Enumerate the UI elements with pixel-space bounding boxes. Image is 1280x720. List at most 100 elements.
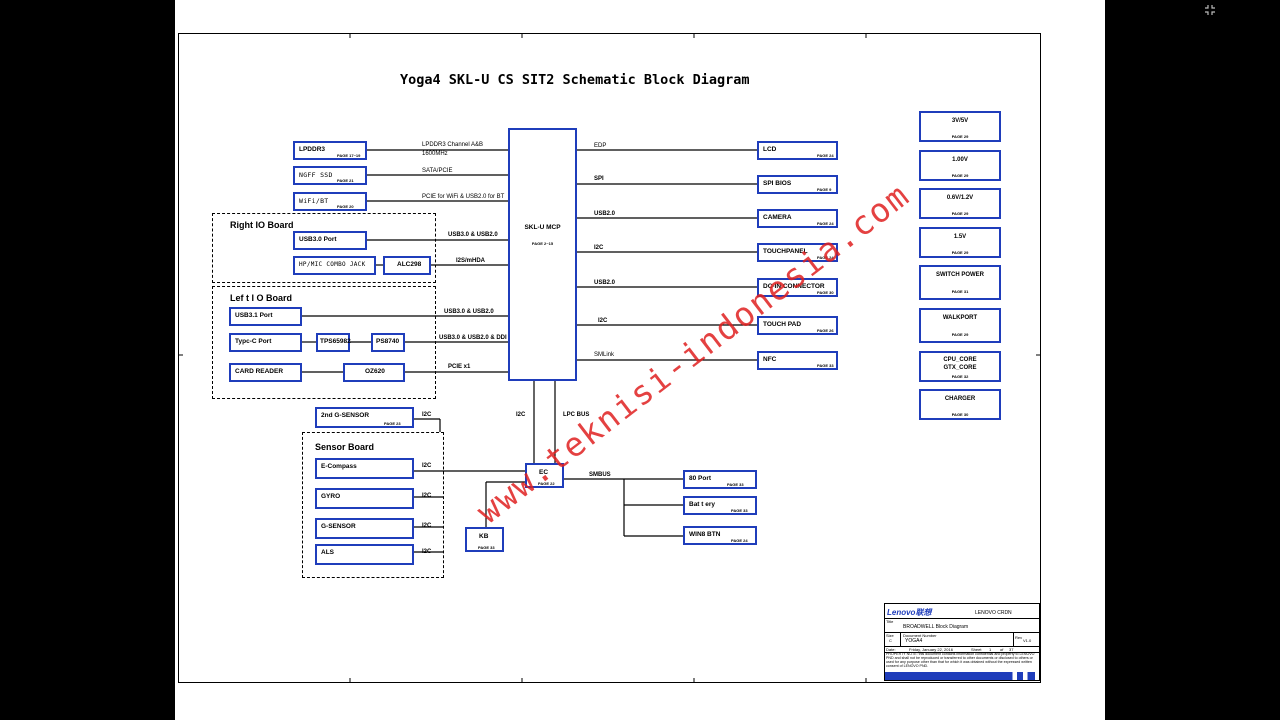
right-block-lcd: LCD PAGE 24: [757, 141, 838, 160]
ec-block: EC PAGE 22: [525, 463, 564, 488]
hp-mic-jack-label: HP/MIC COMBO JACK: [299, 261, 366, 268]
bus-usb20-dc-label: USB2.0: [594, 280, 616, 286]
power-block-charger: CHARGER PAGE 30: [919, 389, 1001, 420]
e-compass-block: E-Compass: [315, 458, 414, 479]
wifi-bt-label: WiFi/BT: [299, 197, 329, 205]
power-block-page: PAGE 29: [951, 332, 969, 337]
bus-i2c-s4-label: I2C: [422, 549, 432, 555]
right-block-label: NFC: [763, 356, 777, 363]
right-block-label: TOUCHPANEL: [763, 248, 808, 255]
power-block-page: PAGE 29: [951, 211, 969, 216]
right-block-page: PAGE 24: [817, 153, 834, 158]
sheet-value: 1: [989, 647, 992, 652]
right-block-touch-pad: TOUCH PAD PAGE 26: [757, 316, 838, 335]
power-block-walkport: WALKPORT PAGE 29: [919, 308, 1001, 343]
power-block-label: 0.6V/1.2V: [946, 195, 974, 201]
card-reader-label: CARD READER: [235, 368, 284, 375]
bus-i2c-s1-label: I2C: [422, 463, 432, 469]
right-block-camera: CAMERA PAGE 24: [757, 209, 838, 228]
left-io-board-group: [212, 286, 436, 399]
2nd-g-sensor-block: 2nd G-SENSOR PAGE 23: [315, 407, 414, 428]
g-sensor-block: G-SENSOR: [315, 518, 414, 539]
bus-sata-label: SATA/PCIE: [422, 168, 453, 174]
g-sensor-label: G-SENSOR: [321, 523, 356, 530]
bus-pcie-x1-label: PCIE x1: [448, 364, 471, 370]
ec-page: PAGE 22: [538, 481, 555, 486]
right-block-label: CAMERA: [763, 214, 792, 221]
ngff-ssd-label: NGFF SSD: [299, 171, 333, 179]
kb-block: KB PAGE 33: [465, 527, 504, 552]
right-block-spi-bios: SPI BIOS PAGE 9: [757, 175, 838, 194]
ec-label: EC: [539, 469, 549, 476]
typec-port-label: Typc-C Port: [235, 338, 272, 345]
company-name: LENOVO CRDN: [975, 610, 1012, 616]
smbus-block-page: PAGE 24: [731, 538, 748, 543]
als-label: ALS: [321, 549, 334, 556]
right-block-label: LCD: [763, 146, 777, 153]
smbus-block-80-port: 80 Port PAGE 33: [683, 470, 757, 489]
bus-pcie-wifi-label: PCIE for WiFi & USB2.0 for BT: [422, 194, 505, 200]
power-block-1v: 1.00V PAGE 29: [919, 150, 1001, 181]
skl-u-mcp-block: SKL-U MCP PAGE 2~15: [508, 128, 577, 381]
power-block-label: 1.00V: [952, 157, 968, 163]
2nd-g-sensor-label: 2nd G-SENSOR: [321, 412, 370, 419]
right-block-page: PAGE 24: [817, 255, 834, 260]
gyro-label: GYRO: [321, 493, 341, 500]
bus-usb-left2-label: USB3.0 & USB2.0 & DDI: [439, 335, 507, 341]
lpddr3-block: LPDDR3 PAGE 17~19: [293, 141, 367, 160]
power-block-page: PAGE 29: [951, 134, 969, 139]
2nd-g-sensor-page: PAGE 23: [384, 421, 401, 426]
oz620-block: OZ620: [343, 363, 405, 382]
typec-port-block: Typc-C Port: [229, 333, 302, 352]
card-reader-block: CARD READER: [229, 363, 302, 382]
power-block-page: PAGE 32: [951, 374, 969, 379]
bus-i2c-s2-label: I2C: [422, 493, 432, 499]
oz620-label: OZ620: [365, 368, 385, 375]
power-block-3v5v: 3V/5V PAGE 29: [919, 111, 1001, 142]
title-caption: Title: [886, 619, 894, 624]
usb30-port-label: USB3.0 Port: [299, 236, 337, 243]
power-block-label2: GTX_CORE: [943, 365, 977, 371]
of-value: 37: [1009, 647, 1014, 652]
bus-usb-right-label: USB3.0 & USB2.0: [448, 232, 498, 238]
right-io-board-group: [212, 213, 436, 283]
date-value: Friday, January 22, 2016: [909, 647, 953, 652]
smbus-block-label: Bat t ery: [689, 501, 716, 508]
right-io-board-label: Right IO Board: [230, 220, 294, 230]
alc298-label: ALC298: [397, 261, 422, 268]
bus-spi-label: SPI: [594, 176, 604, 182]
als-block: ALS: [315, 544, 414, 565]
wifi-bt-page: PAGE 20: [337, 204, 354, 209]
sheet-caption: Sheet: [971, 647, 982, 652]
ngff-ssd-page: PAGE 21: [337, 178, 354, 183]
ps8740-label: PS8740: [376, 338, 400, 345]
right-block-label: DC-IN CONNECTOR: [763, 283, 825, 290]
right-block-nfc: NFC PAGE 33: [757, 351, 838, 370]
bus-i2c-s3-label: I2C: [422, 523, 432, 529]
tps65982-block: TPS65982: [316, 333, 351, 352]
power-block-15v: 1.5V PAGE 29: [919, 227, 1001, 258]
mcp-page: PAGE 2~15: [531, 241, 554, 246]
power-block-page: PAGE 29: [951, 173, 969, 178]
doc-title: BROADWELL Block Diagram: [903, 624, 969, 630]
tps65982-label: TPS65982: [320, 338, 351, 345]
right-block-touchpanel: TOUCHPANEL PAGE 24: [757, 243, 838, 262]
smbus-block-win8-btn: WIN8 BTN PAGE 24: [683, 526, 757, 545]
power-block-cpu-core: CPU_CORE GTX_CORE PAGE 32: [919, 351, 1001, 382]
power-block-label: CHARGER: [944, 396, 976, 402]
right-block-dc-in: DC-IN CONNECTOR PAGE 30: [757, 278, 838, 297]
bus-edp-label: EDP: [594, 143, 607, 149]
exit-fullscreen-icon[interactable]: [1203, 3, 1217, 17]
right-block-page: PAGE 30: [817, 290, 834, 295]
title-block-bar: [885, 672, 1035, 680]
power-block-page: PAGE 29: [951, 250, 969, 255]
gyro-block: GYRO: [315, 488, 414, 509]
bus-smbus-label: SMBUS: [589, 472, 611, 478]
property-notice: PROPERTY NOTE: this document contains in…: [886, 652, 1035, 668]
docnum-caption: Document Number: [903, 633, 937, 638]
lpddr3-page: PAGE 17~19: [337, 153, 361, 158]
smbus-block-page: PAGE 33: [727, 482, 744, 487]
power-block-06v-12v: 0.6V/1.2V PAGE 29: [919, 188, 1001, 219]
usb31-port-label: USB3.1 Port: [235, 312, 273, 319]
